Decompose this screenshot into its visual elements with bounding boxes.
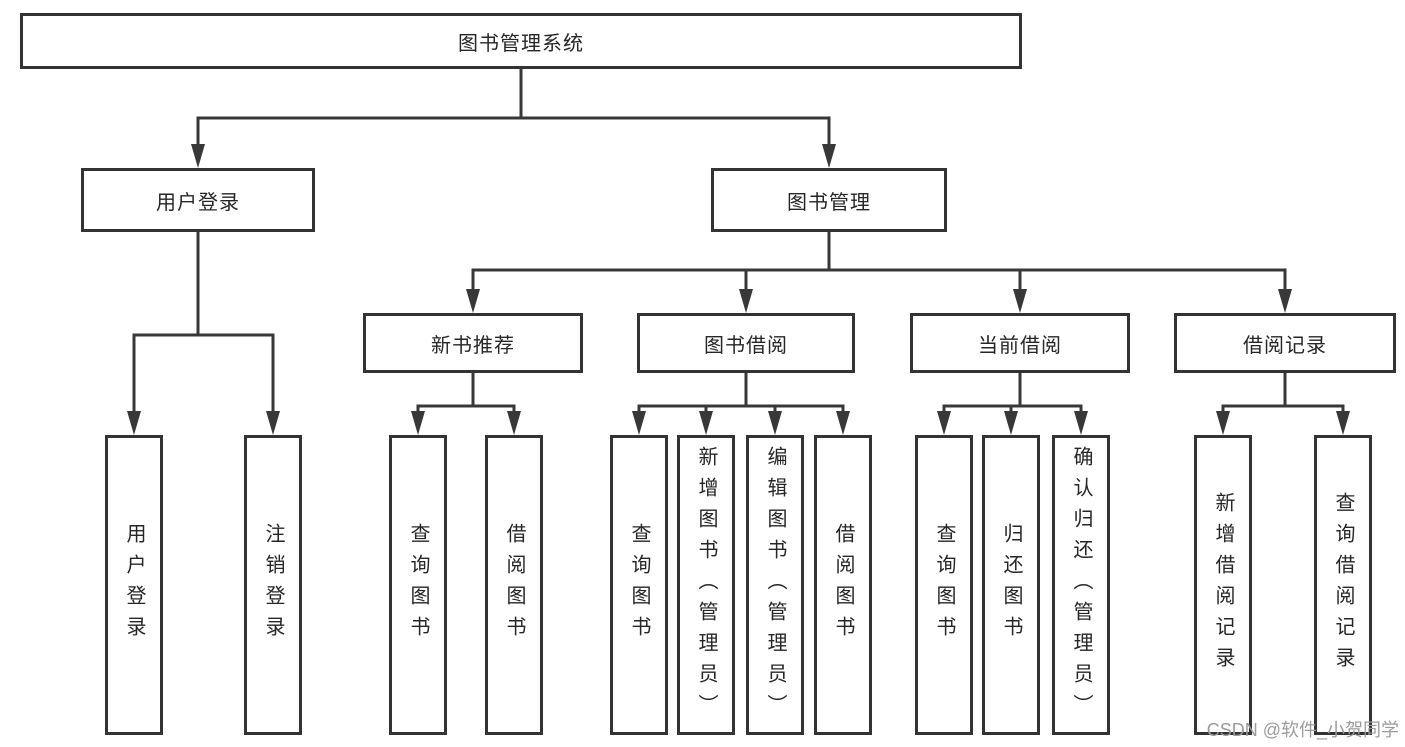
node-label: 图书管理系统: [458, 32, 584, 55]
node-label: 借阅记录: [1243, 334, 1327, 357]
node-user-login: 用户登录: [81, 168, 315, 232]
node-leaf-search-books-borrowing: 查询图书: [610, 435, 668, 735]
node-label: 新增图书（管理员）: [695, 445, 717, 725]
node-label: 当前借阅: [978, 334, 1062, 357]
node-leaf-search-books-current: 查询图书: [915, 435, 973, 735]
node-leaf-edit-books-admin: 编辑图书（管理员）: [746, 435, 804, 735]
node-book-management: 图书管理: [711, 168, 947, 232]
node-label: 归还图书: [1000, 523, 1022, 647]
node-label: 用户登录: [156, 191, 240, 214]
node-leaf-borrow-books: 借阅图书: [814, 435, 872, 735]
node-leaf-add-books-admin: 新增图书（管理员）: [677, 435, 735, 735]
node-label: 新书推荐: [431, 334, 515, 357]
node-library-management-system: 图书管理系统: [20, 13, 1022, 69]
node-book-borrowing: 图书借阅: [637, 313, 855, 373]
node-leaf-search-borrow-record: 查询借阅记录: [1314, 435, 1372, 735]
node-label: 新增借阅记录: [1212, 492, 1234, 678]
node-leaf-return-books: 归还图书: [982, 435, 1040, 735]
node-label: 查询图书: [628, 523, 650, 647]
node-leaf-search-books-recommend: 查询图书: [389, 435, 447, 735]
node-label: 查询图书: [407, 523, 429, 647]
node-label: 用户登录: [123, 523, 145, 647]
watermark: CSDN @软件_小贺同学: [1206, 720, 1399, 740]
node-label: 查询图书: [933, 523, 955, 647]
node-leaf-add-borrow-record: 新增借阅记录: [1194, 435, 1252, 735]
node-label: 借阅图书: [503, 523, 525, 647]
node-leaf-logout: 注销登录: [244, 435, 302, 735]
node-borrowing-records: 借阅记录: [1174, 313, 1396, 373]
node-label: 借阅图书: [832, 523, 854, 647]
node-leaf-user-login: 用户登录: [105, 435, 163, 735]
node-label: 确认归还（管理员）: [1070, 445, 1092, 725]
node-leaf-borrow-books-recommend: 借阅图书: [485, 435, 543, 735]
node-label: 图书借阅: [704, 334, 788, 357]
node-label: 查询借阅记录: [1332, 492, 1354, 678]
node-label: 编辑图书（管理员）: [764, 445, 786, 725]
node-label: 注销登录: [262, 523, 284, 647]
node-label: 图书管理: [787, 191, 871, 214]
node-leaf-confirm-return-admin: 确认归还（管理员）: [1052, 435, 1110, 735]
node-new-book-recommendation: 新书推荐: [363, 313, 583, 373]
node-current-borrowing: 当前借阅: [910, 313, 1130, 373]
